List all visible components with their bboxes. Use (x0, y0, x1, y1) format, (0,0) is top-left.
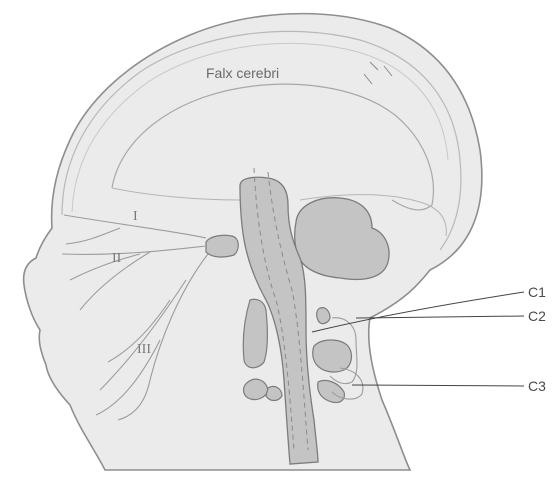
vertebra-left-lower-1 (244, 379, 269, 399)
c1-label: C1 (528, 284, 546, 300)
ganglion (206, 235, 238, 257)
vertebra-right-middle (313, 340, 352, 372)
nerve-label-I: I (133, 209, 138, 224)
vertebra-left-lower-2 (266, 386, 282, 400)
falx-cerebri-label: Falx cerebri (206, 65, 279, 81)
nerve-label-II: II (112, 251, 122, 266)
vertebra-left-upper (243, 299, 267, 367)
vertebra-right-small (317, 308, 330, 324)
nerve-label-III: III (137, 342, 151, 357)
c3-label: C3 (528, 378, 546, 394)
c2-label: C2 (528, 308, 546, 324)
